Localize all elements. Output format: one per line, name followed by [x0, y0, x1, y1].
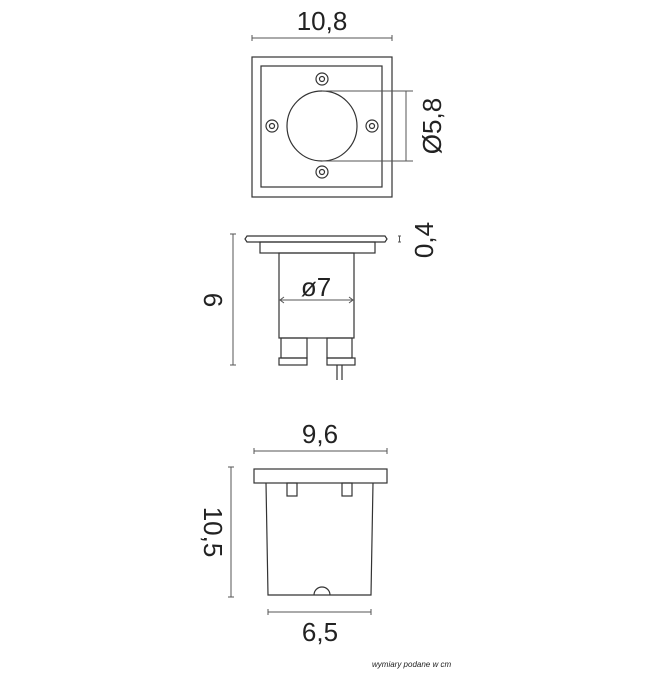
units-note: wymiary podane w cm — [372, 660, 451, 669]
box-bottom-width-label: 6,5 — [302, 617, 338, 647]
outer-frame — [251, 56, 393, 198]
cable-glands — [278, 337, 356, 380]
top-width-label: 10,8 — [297, 6, 348, 36]
hole-diameter-label: Ø5,8 — [417, 98, 447, 154]
box-body — [265, 482, 374, 596]
side-height-label: 6 — [198, 293, 228, 307]
box-top-width-label: 9,6 — [302, 419, 338, 449]
flange — [244, 235, 388, 243]
box-height-label: 10,5 — [198, 507, 228, 558]
bottom-view: 9,6 10,5 6,5 — [198, 419, 388, 647]
flange-thickness-label: 0,4 — [409, 222, 439, 258]
tab-left — [286, 482, 298, 497]
top-view: 10,8 Ø5,8 — [251, 6, 447, 198]
center-hole — [286, 90, 358, 162]
flange-thickness-marker — [398, 235, 401, 243]
body — [278, 252, 355, 339]
box-lid — [253, 468, 388, 484]
inner-frame — [260, 65, 383, 188]
cable-entry — [313, 586, 331, 596]
side-view: 6 ø7 0,4 — [198, 222, 439, 380]
body-diameter-label: ø7 — [301, 272, 331, 302]
flange-ring — [259, 241, 376, 254]
screw-holes — [265, 72, 379, 179]
tab-right — [341, 482, 353, 497]
